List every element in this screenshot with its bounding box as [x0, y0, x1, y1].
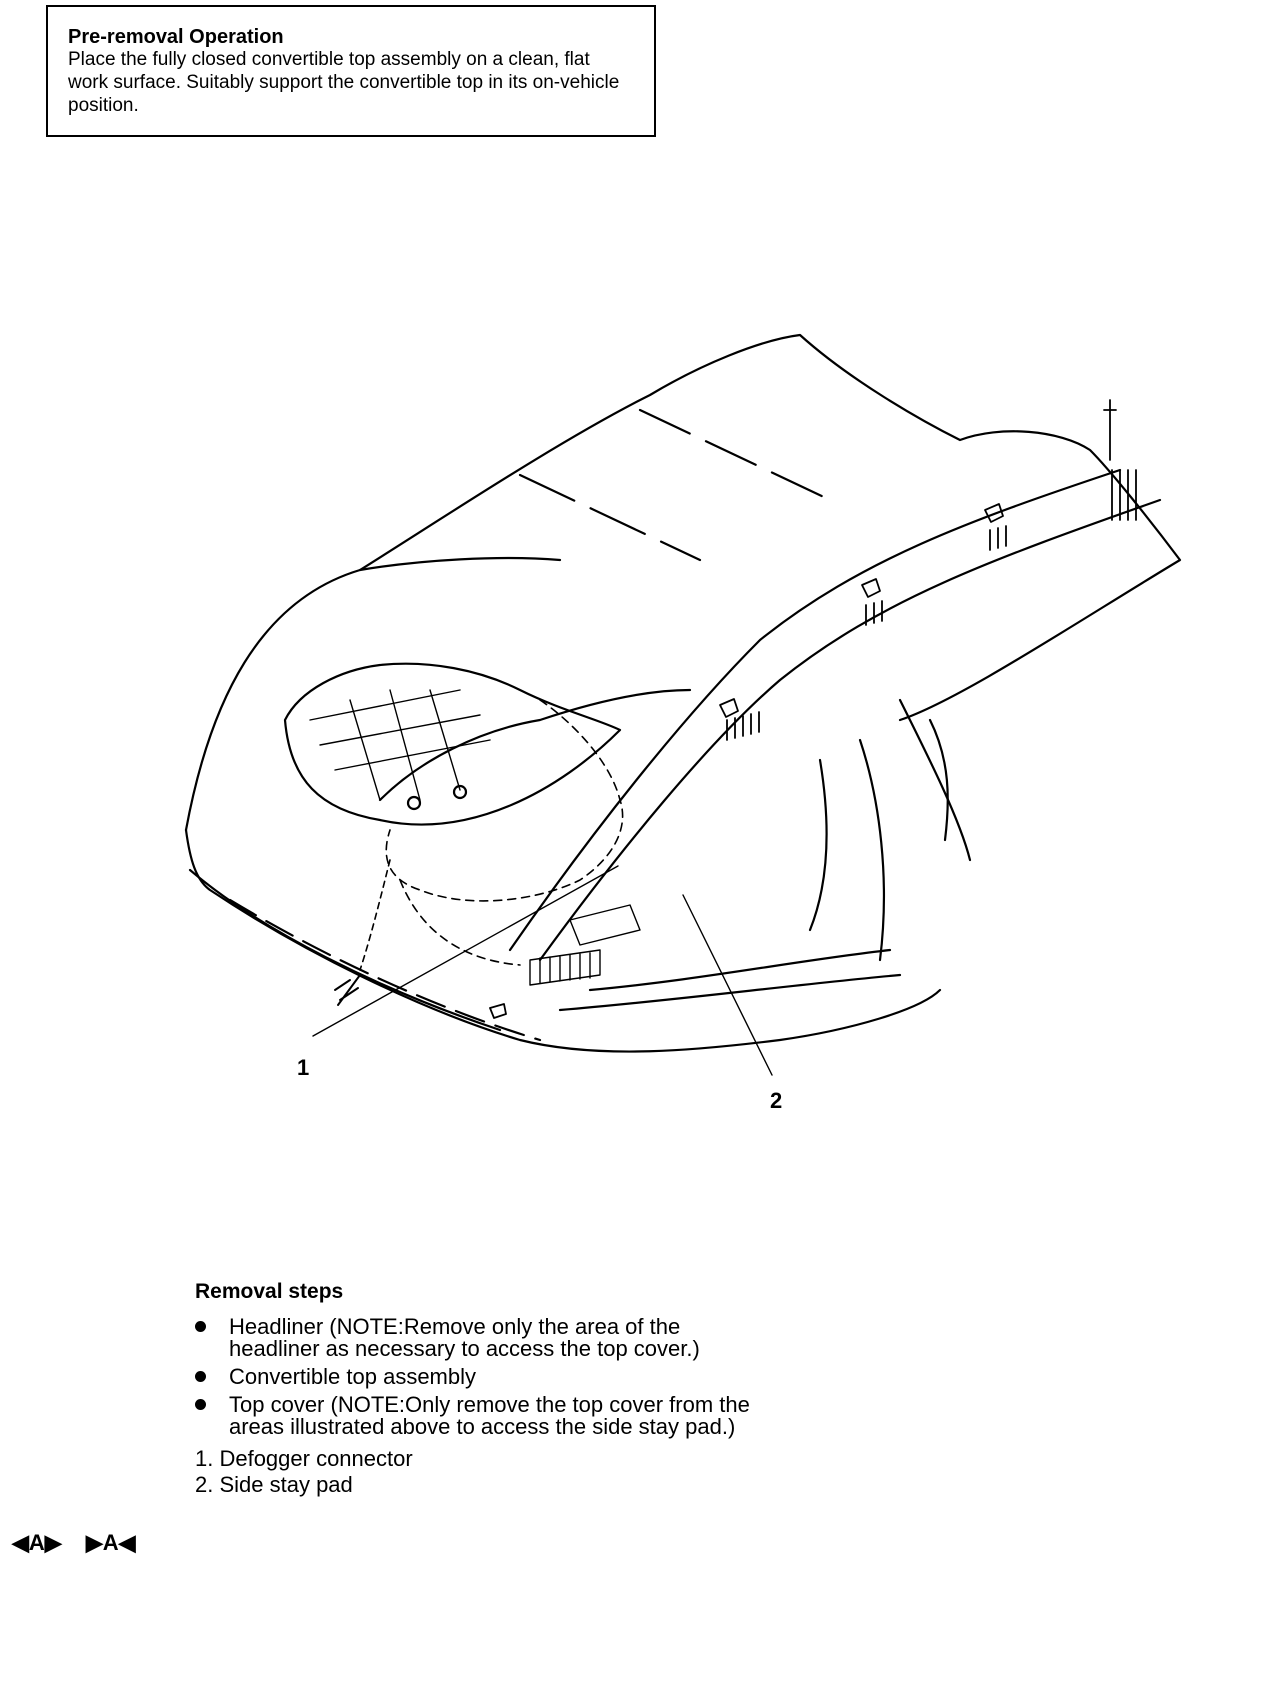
- list-item: Convertible top assembly: [195, 1366, 755, 1388]
- roof-front-bow: [358, 556, 562, 572]
- bullet-icon: [195, 1321, 206, 1332]
- defogger-wire: [928, 718, 949, 842]
- clip-3: [984, 503, 1007, 551]
- body-rim-lower: [188, 868, 502, 1032]
- roof-seam-1: [518, 473, 702, 562]
- removal-mark: ◀A▶: [12, 1530, 62, 1555]
- bolt-rear: [1103, 399, 1137, 521]
- side-rail-outer: [508, 468, 1122, 952]
- rear-window: [283, 662, 622, 826]
- side-rail-bottom: [558, 973, 902, 1012]
- clip-2: [861, 578, 883, 626]
- body-rim-dash: [228, 898, 542, 1042]
- roof-seam-2: [638, 408, 832, 502]
- list-item: 2. Side stay pad: [195, 1472, 353, 1497]
- numbered-list: 1. Defogger connector 2. Side stay pad: [195, 1446, 755, 1498]
- leader-line-1: [312, 865, 619, 1037]
- bullet-text: Top cover (NOTE:Only remove the top cove…: [229, 1392, 750, 1439]
- window-grid: [309, 689, 491, 801]
- removal-steps: Removal steps Headliner (NOTE:Remove onl…: [195, 1280, 755, 1498]
- list-item: 1. Defogger connector: [195, 1446, 413, 1471]
- bullet-text: Convertible top assembly: [229, 1364, 477, 1389]
- clip-1: [719, 698, 760, 741]
- side-rail-inner: [538, 498, 1162, 962]
- pad-hatch-front: [529, 949, 601, 986]
- list-item: Headliner (NOTE:Remove only the area of …: [195, 1316, 755, 1360]
- removal-steps-title: Removal steps: [195, 1280, 344, 1303]
- pre-removal-text: Place the fully closed convertible top a…: [68, 49, 620, 116]
- convertible-top-diagram: [184, 333, 1182, 1076]
- list-item: Top cover (NOTE:Only remove the top cove…: [195, 1394, 755, 1438]
- install-mark: ▶A◀: [85, 1530, 136, 1555]
- bullet-text: Headliner (NOTE:Remove only the area of …: [229, 1314, 700, 1361]
- side-rail-lower: [588, 948, 892, 992]
- quarter-pillar: [808, 698, 972, 962]
- callout-1: 1: [297, 1055, 310, 1080]
- body-rim-upper: [184, 828, 942, 1053]
- fastener-2: [452, 784, 468, 800]
- pre-removal-title: Pre-removal Operation: [68, 26, 284, 48]
- fastener-3: [489, 1003, 507, 1019]
- bullet-icon: [195, 1371, 206, 1382]
- pre-removal-box: Pre-removal Operation Place the fully cl…: [46, 5, 656, 137]
- connector-dashed: [359, 859, 391, 971]
- headliner-dashed-2: [399, 879, 521, 966]
- bullet-icon: [195, 1399, 206, 1410]
- defogger-connector: [334, 974, 361, 1006]
- roof-outline: [184, 333, 1182, 832]
- callout-2: 2: [770, 1088, 783, 1113]
- rear-flap: [378, 688, 692, 802]
- removal-bullet-list: Headliner (NOTE:Remove only the area of …: [195, 1316, 755, 1438]
- service-marks: ◀A▶ ▶A◀: [12, 1530, 154, 1556]
- pad-hatch-mid: [569, 904, 641, 946]
- leader-line-2: [682, 894, 773, 1076]
- fastener-1: [406, 795, 422, 811]
- headliner-dashed: [385, 699, 624, 902]
